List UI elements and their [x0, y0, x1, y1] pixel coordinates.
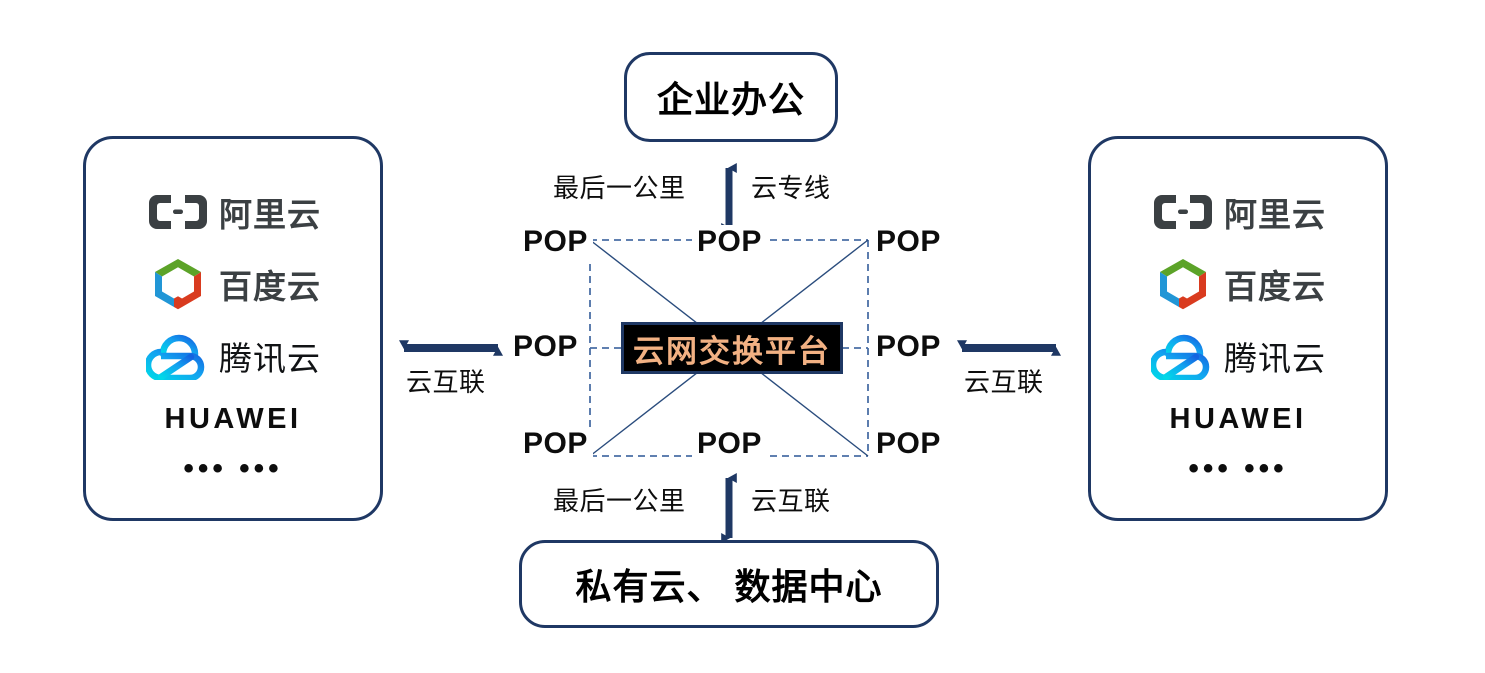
provider-name-baidu-right: 百度云 — [1224, 267, 1326, 305]
connector-label-last-mile-top: 最后一公里 — [553, 173, 686, 203]
provider-name-baidu-left: 百度云 — [219, 267, 321, 305]
provider-item-tencent-left[interactable]: 腾讯云 — [86, 320, 380, 392]
node-cloud-network-exchange-platform[interactable]: 云网交换平台 — [621, 322, 843, 374]
huawei-wordmark: HUAWEI — [1169, 403, 1307, 435]
pop-mid-right[interactable]: POP — [871, 330, 946, 364]
provider-item-aliyun-right[interactable]: 阿里云 — [1091, 176, 1385, 248]
provider-ellipsis-right: ••• ••• — [1188, 451, 1288, 485]
provider-name-tencent-right: 腾讯云 — [1224, 339, 1326, 377]
pop-top-right[interactable]: POP — [871, 225, 946, 259]
provider-name-tencent-left: 腾讯云 — [219, 339, 321, 377]
aliyun-logo — [145, 186, 211, 238]
cloud-providers-panel-right[interactable]: 阿里云 百度云 — [1088, 136, 1388, 521]
provider-item-aliyun-left[interactable]: 阿里云 — [86, 176, 380, 248]
pop-bottom-left[interactable]: POP — [518, 427, 593, 461]
connector-label-cloud-interconnect-right: 云互联 — [964, 367, 1044, 397]
provider-item-baidu-left[interactable]: 百度云 — [86, 248, 380, 320]
node-enterprise-office[interactable]: 企业办公 — [624, 52, 838, 142]
pop-mid-left[interactable]: POP — [508, 330, 583, 364]
provider-name-aliyun-right: 阿里云 — [1224, 195, 1326, 233]
huawei-wordmark: HUAWEI — [164, 403, 302, 435]
cloud-providers-panel-left[interactable]: 阿里云 百度云 — [83, 136, 383, 521]
provider-name-aliyun-left: 阿里云 — [219, 195, 321, 233]
provider-item-tencent-right[interactable]: 腾讯云 — [1091, 320, 1385, 392]
provider-ellipsis-left: ••• ••• — [183, 451, 283, 485]
baidu-cloud-logo — [1150, 258, 1216, 310]
platform-label: 云网交换平台 — [633, 333, 831, 369]
connector-label-cloud-interconnect-bottom: 云互联 — [751, 486, 831, 516]
pop-top-center[interactable]: POP — [692, 225, 767, 259]
pop-top-left[interactable]: POP — [518, 225, 593, 259]
tencent-cloud-logo — [1150, 330, 1216, 382]
node-private-cloud-datacenter-label: 私有云、 数据中心 — [575, 566, 883, 607]
provider-item-baidu-right[interactable]: 百度云 — [1091, 248, 1385, 320]
pop-bottom-center[interactable]: POP — [692, 427, 767, 461]
pop-bottom-right[interactable]: POP — [871, 427, 946, 461]
node-private-cloud-datacenter[interactable]: 私有云、 数据中心 — [519, 540, 939, 628]
provider-item-huawei-left[interactable]: HUAWEI — [86, 392, 380, 448]
provider-item-huawei-right[interactable]: HUAWEI — [1091, 392, 1385, 448]
node-enterprise-office-label: 企业办公 — [656, 79, 805, 120]
connector-label-cloud-interconnect-left: 云互联 — [406, 367, 486, 397]
connector-label-cloud-dedicated-line: 云专线 — [751, 173, 831, 203]
tencent-cloud-logo — [145, 330, 211, 382]
connector-label-last-mile-bottom: 最后一公里 — [553, 486, 686, 516]
baidu-cloud-logo — [145, 258, 211, 310]
aliyun-logo — [1150, 186, 1216, 238]
